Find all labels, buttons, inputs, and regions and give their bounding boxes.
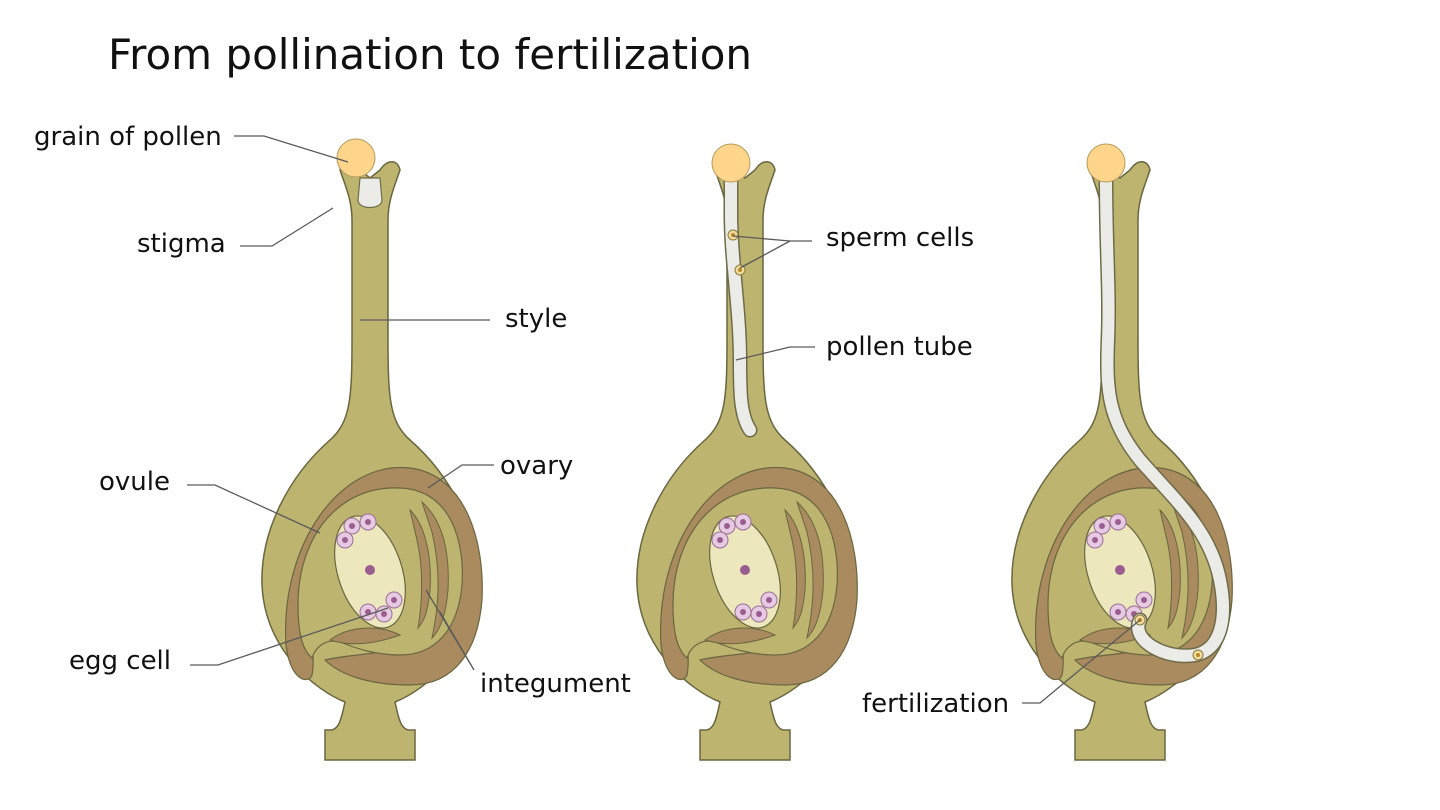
label-ovary: ovary <box>500 451 573 481</box>
pollen-grain-3 <box>1086 143 1126 183</box>
leader-ovule <box>187 484 321 534</box>
sperm-nucleus-2b <box>738 268 742 272</box>
pollen-tube-2 <box>725 172 756 436</box>
label-fertilization: fertilization <box>862 689 1009 719</box>
stage-pollination <box>261 138 483 761</box>
stage-fertilization <box>1011 143 1233 761</box>
stage-tube-growth <box>636 143 858 761</box>
leader-ovary <box>427 464 494 489</box>
leader-fertilization <box>1022 619 1141 704</box>
label-pollen-tube: pollen tube <box>826 332 973 362</box>
label-integument: integument <box>480 669 631 699</box>
label-style: style <box>505 304 567 334</box>
label-egg-cell: egg cell <box>69 646 171 676</box>
leader-sperm-cells <box>732 235 812 269</box>
leader-grain-of-pollen <box>234 135 349 163</box>
leader-pollen-tube <box>735 346 815 361</box>
leader-integument <box>425 589 475 671</box>
sperm-nucleus-3a <box>1196 653 1200 657</box>
label-grain-of-pollen: grain of pollen <box>34 122 222 152</box>
diagram-title: From pollination to fertilization <box>108 30 752 79</box>
leader-stigma <box>240 207 334 247</box>
label-sperm-cells: sperm cells <box>826 223 974 253</box>
pollen-grain-1 <box>336 138 376 178</box>
pollen-tube-start <box>357 177 383 209</box>
label-stigma: stigma <box>137 229 226 259</box>
leader-egg-cell <box>190 607 389 666</box>
pollen-grain-2 <box>711 143 751 183</box>
label-ovule: ovule <box>99 467 170 497</box>
